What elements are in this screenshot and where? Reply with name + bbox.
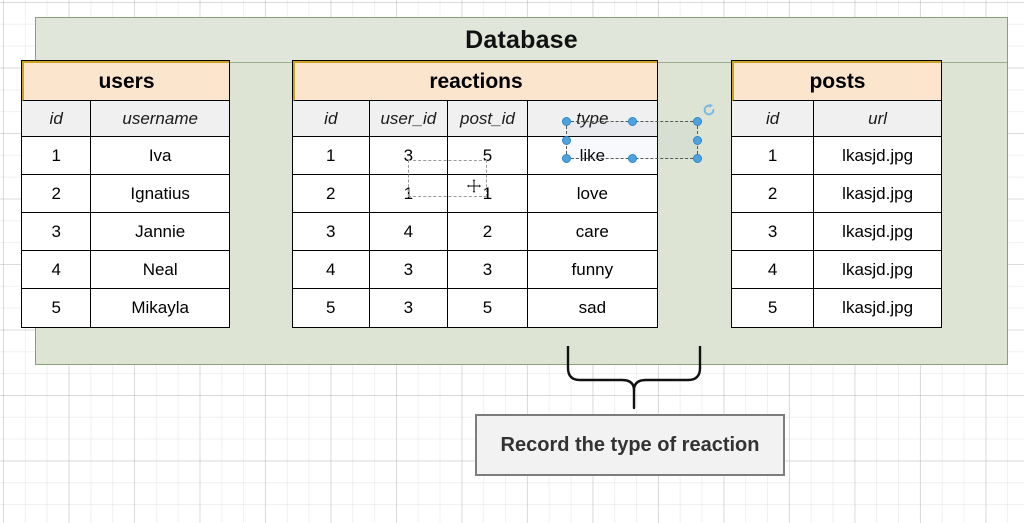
cell-url[interactable]: lkasjd.jpg: [842, 298, 914, 317]
cell-id[interactable]: 3: [22, 213, 92, 250]
entity-table-reactions[interactable]: reactions id user_id post_id type 1 3 5 …: [292, 60, 658, 328]
cell-id[interactable]: 3: [732, 213, 815, 250]
table-row[interactable]: 2 lkasjd.jpg: [732, 175, 941, 213]
cell-user-id[interactable]: 1: [370, 175, 449, 212]
table-row[interactable]: 1 3 5 like: [293, 137, 657, 175]
table-row[interactable]: 5 3 5 sad: [293, 289, 657, 327]
entity-title-users: users: [22, 61, 229, 101]
cell-id[interactable]: 4: [293, 251, 370, 288]
annotation-callout[interactable]: Record the type of reaction: [475, 414, 785, 476]
cell-post-id[interactable]: 5: [448, 137, 528, 174]
cell-url[interactable]: lkasjd.jpg: [842, 221, 914, 241]
table-row[interactable]: 4 3 3 funny: [293, 251, 657, 289]
cell-username[interactable]: Mikayla: [131, 298, 189, 317]
cell-id[interactable]: 1: [732, 137, 815, 174]
table-row[interactable]: 4 Neal: [22, 251, 229, 289]
cell-username[interactable]: Ignatius: [130, 183, 190, 203]
table-row[interactable]: 3 Jannie: [22, 213, 229, 251]
table-row[interactable]: 5 lkasjd.jpg: [732, 289, 941, 327]
cell-user-id[interactable]: 3: [370, 137, 449, 174]
rotate-icon[interactable]: [702, 103, 716, 117]
cell-url[interactable]: lkasjd.jpg: [842, 259, 914, 279]
cell-id[interactable]: 4: [22, 251, 92, 288]
table-row[interactable]: 3 4 2 care: [293, 213, 657, 251]
cell-type[interactable]: like: [579, 145, 606, 165]
column-header-type[interactable]: type: [576, 108, 609, 128]
cell-post-id[interactable]: 5: [448, 289, 528, 327]
cell-id[interactable]: 3: [293, 213, 370, 250]
column-header-user-id[interactable]: user_id: [370, 101, 449, 136]
entity-table-posts[interactable]: posts id url 1 lkasjd.jpg 2 lkasjd.jpg 3…: [731, 60, 942, 328]
cell-user-id[interactable]: 3: [370, 251, 449, 288]
table-row[interactable]: 1 lkasjd.jpg: [732, 137, 941, 175]
column-header-id[interactable]: id: [22, 101, 92, 136]
cell-user-id[interactable]: 4: [370, 213, 449, 250]
cell-type[interactable]: love: [576, 183, 608, 203]
table-header-row: id url: [732, 101, 941, 137]
move-cursor: [466, 178, 482, 194]
cell-username[interactable]: Iva: [148, 145, 172, 165]
cell-id[interactable]: 5: [22, 289, 92, 327]
cell-type[interactable]: funny: [571, 259, 614, 279]
column-header-url[interactable]: url: [868, 108, 888, 128]
cell-post-id[interactable]: 1: [448, 175, 528, 212]
database-title-band: Database: [36, 18, 1007, 63]
table-header-row: id username: [22, 101, 229, 137]
table-row[interactable]: 3 lkasjd.jpg: [732, 213, 941, 251]
cell-id[interactable]: 5: [293, 289, 370, 327]
table-row[interactable]: 1 Iva: [22, 137, 229, 175]
cell-post-id[interactable]: 3: [448, 251, 528, 288]
cell-id[interactable]: 1: [22, 137, 92, 174]
table-row[interactable]: 2 Ignatius: [22, 175, 229, 213]
cell-id[interactable]: 1: [293, 137, 370, 174]
entity-table-users[interactable]: users id username 1 Iva 2 Ignatius 3 Jan…: [21, 60, 230, 328]
column-header-username[interactable]: username: [122, 108, 198, 128]
cell-post-id[interactable]: 2: [448, 213, 528, 250]
cell-type[interactable]: sad: [578, 298, 607, 317]
table-header-row: id user_id post_id type: [293, 101, 657, 137]
table-row[interactable]: 4 lkasjd.jpg: [732, 251, 941, 289]
cell-username[interactable]: Jannie: [135, 221, 186, 241]
cell-id[interactable]: 5: [732, 289, 815, 327]
page-title: Database: [465, 25, 578, 54]
entity-title-reactions: reactions: [293, 61, 657, 101]
cell-id[interactable]: 2: [732, 175, 815, 212]
cell-url[interactable]: lkasjd.jpg: [842, 183, 914, 203]
cell-type[interactable]: care: [575, 221, 609, 241]
cell-id[interactable]: 4: [732, 251, 815, 288]
annotation-text: Record the type of reaction: [500, 433, 760, 456]
cell-user-id[interactable]: 3: [370, 289, 449, 327]
cell-id[interactable]: 2: [293, 175, 370, 212]
table-row[interactable]: 5 Mikayla: [22, 289, 229, 327]
entity-title-posts: posts: [732, 61, 941, 101]
column-header-post-id[interactable]: post_id: [448, 101, 528, 136]
cell-url[interactable]: lkasjd.jpg: [842, 145, 914, 165]
column-header-id[interactable]: id: [732, 101, 815, 136]
column-header-id[interactable]: id: [293, 101, 370, 136]
cell-username[interactable]: Neal: [142, 259, 178, 279]
cell-id[interactable]: 2: [22, 175, 92, 212]
